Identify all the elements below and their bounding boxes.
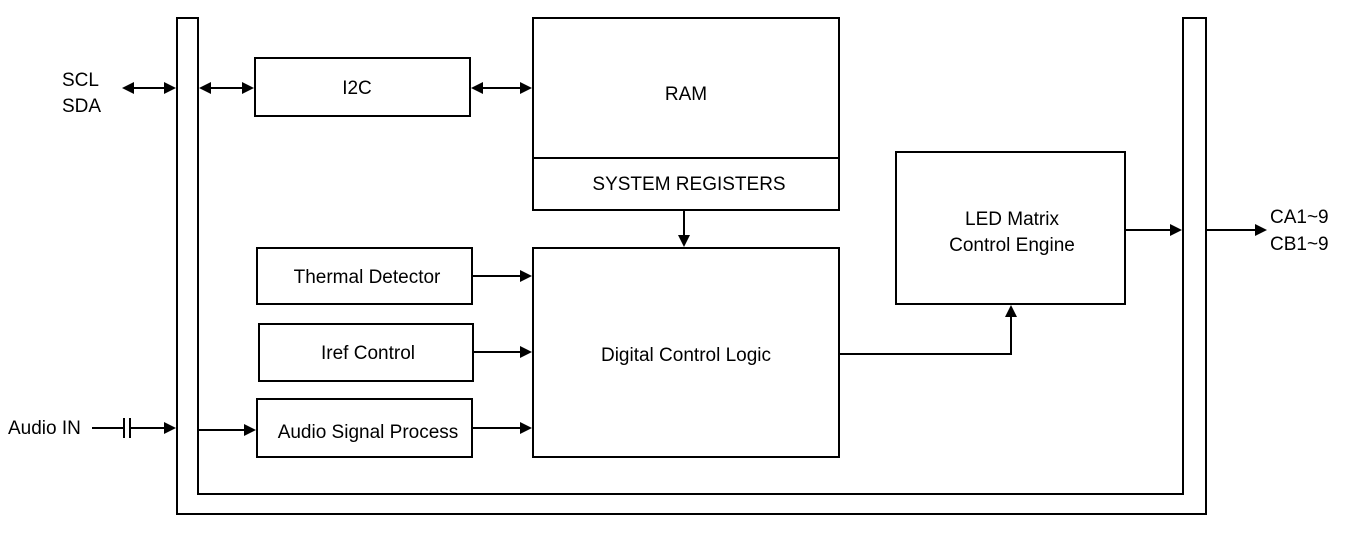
scl-sda-arrow <box>122 82 176 94</box>
i2c-label: I2C <box>342 78 372 99</box>
audio-to-logic-arrow <box>472 422 532 434</box>
sda-label: SDA <box>62 96 101 117</box>
ram-block <box>532 17 840 159</box>
thermal-to-logic-arrow <box>472 270 532 282</box>
system-registers-block <box>532 157 840 211</box>
ca-label: CA1~9 <box>1270 207 1329 228</box>
cb-label: CB1~9 <box>1270 234 1329 255</box>
logic-to-led-arrow <box>839 305 1017 355</box>
audio-signal-process-block <box>256 398 473 458</box>
ram-label: RAM <box>665 84 707 105</box>
scl-label: SCL <box>62 70 99 91</box>
registers-to-logic-arrow <box>678 210 690 247</box>
audio-signal-process-label: Audio Signal Process <box>278 422 459 443</box>
led-matrix-label-line1: LED Matrix <box>965 209 1059 230</box>
iref-control-label: Iref Control <box>321 343 415 364</box>
led-matrix-label-line2: Control Engine <box>949 235 1075 256</box>
digital-control-logic-label: Digital Control Logic <box>601 345 771 366</box>
thermal-detector-label: Thermal Detector <box>294 267 441 288</box>
system-registers-label: SYSTEM REGISTERS <box>592 174 785 195</box>
digital-control-logic-block <box>532 247 840 458</box>
i2c-ram-arrow <box>471 82 532 94</box>
led-to-bus-arrow <box>1125 224 1182 236</box>
bus-i2c-arrow <box>199 82 254 94</box>
bus-to-audio-arrow <box>198 424 256 436</box>
led-matrix-block <box>895 151 1126 305</box>
audio-in-label: Audio IN <box>8 418 81 439</box>
iref-to-logic-arrow <box>473 346 532 358</box>
bus-frame-outer <box>176 17 1207 515</box>
i2c-block <box>254 57 471 117</box>
audio-in-capacitor <box>92 418 176 438</box>
bus-to-output-arrow <box>1206 224 1267 236</box>
